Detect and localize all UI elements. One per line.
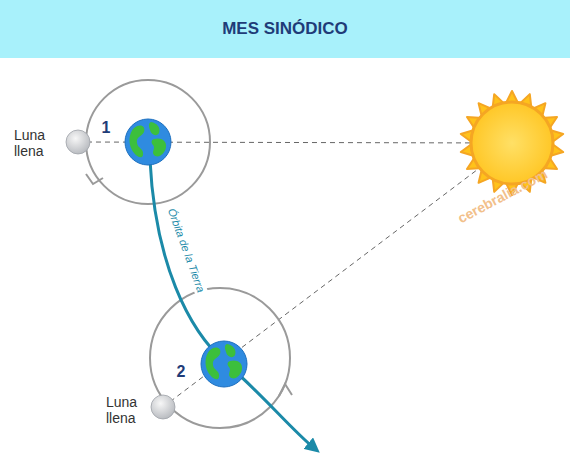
orbit-label: Órbita de la Tierra (164, 204, 208, 295)
callout-number: 1 (102, 119, 111, 137)
moon-orbit (150, 288, 290, 428)
orbit-arrow (279, 384, 292, 396)
earth-icon (125, 119, 171, 165)
moon-label: Luna llena (14, 127, 58, 159)
moon-icon (151, 395, 175, 419)
diagram-title: MES SINÓDICO (0, 0, 570, 58)
moon-icon (66, 130, 90, 154)
moon-label: Luna llena (106, 394, 150, 426)
earth-orbit (150, 160, 314, 448)
sight-line (163, 145, 510, 407)
moon-orbit (86, 80, 210, 204)
earth-icon (201, 341, 247, 387)
orbit-arrow (86, 174, 103, 184)
callout-number: 2 (177, 363, 186, 381)
